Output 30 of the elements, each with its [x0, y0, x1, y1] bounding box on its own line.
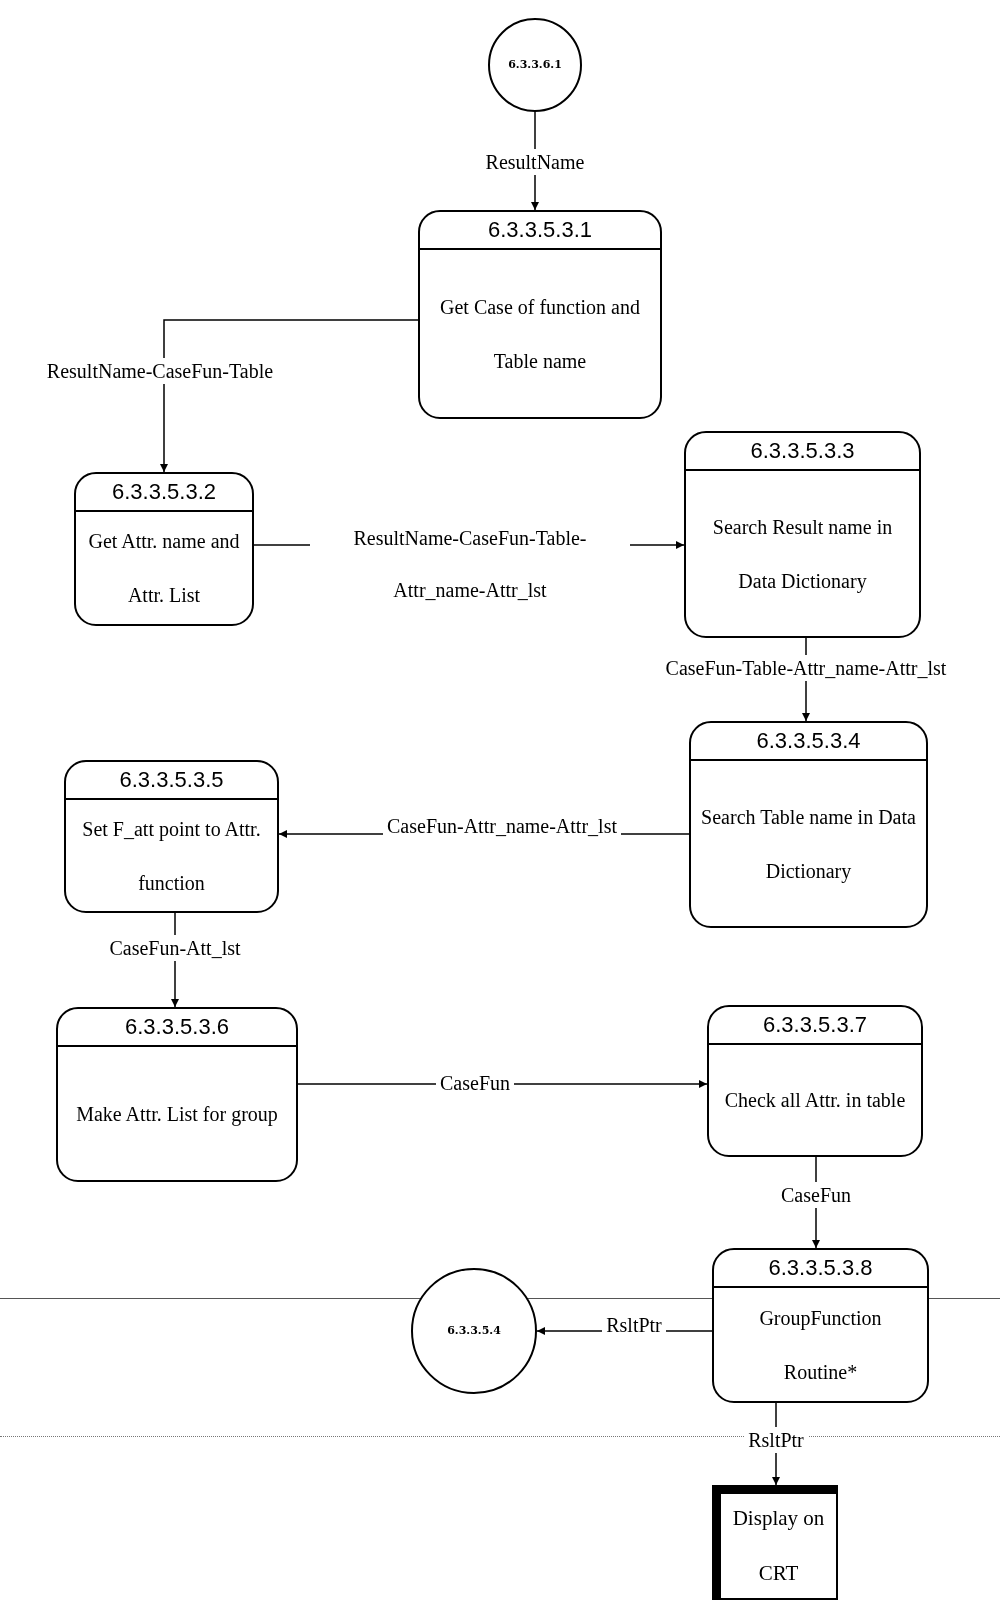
process-box — [712, 1248, 929, 1403]
process-box — [707, 1005, 923, 1157]
process-label: Search Table name in Data Dictionary — [700, 804, 917, 885]
process-box — [74, 472, 254, 626]
process-label: Search Result name in Data Dictionary — [711, 514, 894, 595]
process-box — [418, 210, 662, 419]
display-label: Display on CRT — [731, 1505, 826, 1587]
process-number: 6.3.3.5.3.5 — [119, 766, 224, 794]
entity-number: 6.3.3.5.4 — [447, 1322, 501, 1339]
process-number: 6.3.3.5.3.1 — [488, 216, 592, 244]
process-label: Make Attr. List for group — [76, 1101, 278, 1128]
process-number: 6.3.3.5.3.2 — [112, 478, 216, 506]
edge-label: RsltPtr — [744, 1427, 808, 1453]
process-number: 6.3.3.5.3.3 — [750, 437, 855, 465]
process-box — [64, 760, 279, 913]
display-box — [712, 1485, 838, 1600]
process-box — [684, 431, 921, 638]
process-label: Get Attr. name and Attr. List — [87, 529, 241, 608]
process-number: 6.3.3.5.3.6 — [125, 1013, 229, 1041]
process-number: 6.3.3.5.3.4 — [756, 727, 861, 755]
process-label: GroupFunction Routine* — [758, 1305, 883, 1385]
process-label: Set F_att point to Attr. function — [81, 816, 262, 896]
entity-number: 6.3.3.6.1 — [508, 56, 562, 73]
process-number: 6.3.3.5.3.7 — [763, 1011, 867, 1039]
process-label: Get Case of function and Table name — [439, 294, 641, 374]
process-number: 6.3.3.5.3.8 — [768, 1254, 873, 1282]
process-box — [689, 721, 928, 928]
process-label: Check all Attr. in table — [724, 1088, 906, 1113]
data-flow-arrow — [160, 319, 419, 473]
process-box — [56, 1007, 298, 1182]
